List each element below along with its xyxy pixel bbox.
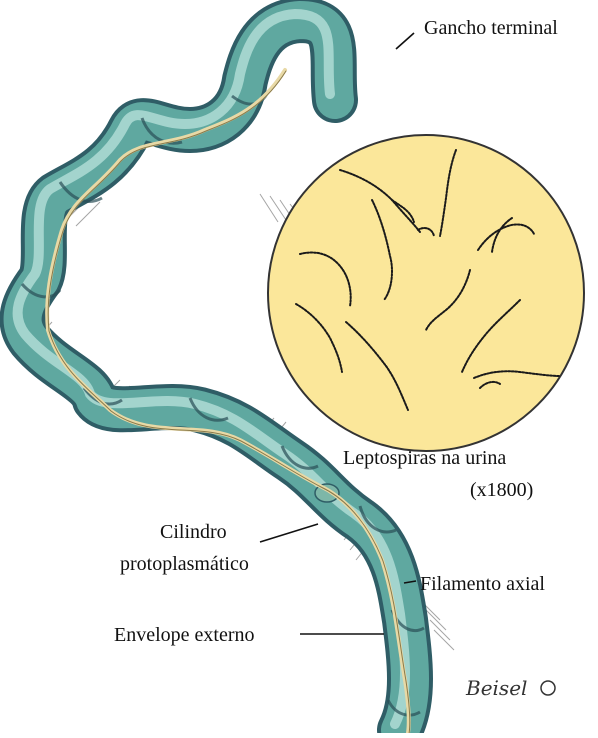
label-urine-title: Leptospiras na urina xyxy=(343,446,506,470)
label-terminal-hook: Gancho terminal xyxy=(424,16,558,40)
artist-signature: Beisel xyxy=(466,676,527,700)
label-axial-filament: Filamento axial xyxy=(420,572,545,596)
label-cylinder-line1: Cilindro xyxy=(160,520,227,544)
micro-field-circle xyxy=(268,135,584,451)
leader-terminal-hook xyxy=(396,33,414,49)
microscope-field xyxy=(268,135,584,451)
label-outer-envelope: Envelope externo xyxy=(114,623,255,647)
label-cylinder-line2: protoplasmático xyxy=(120,552,249,576)
copyright-circle xyxy=(541,681,555,695)
leader-cylinder xyxy=(260,524,318,542)
label-urine-magnification: (x1800) xyxy=(470,478,533,502)
